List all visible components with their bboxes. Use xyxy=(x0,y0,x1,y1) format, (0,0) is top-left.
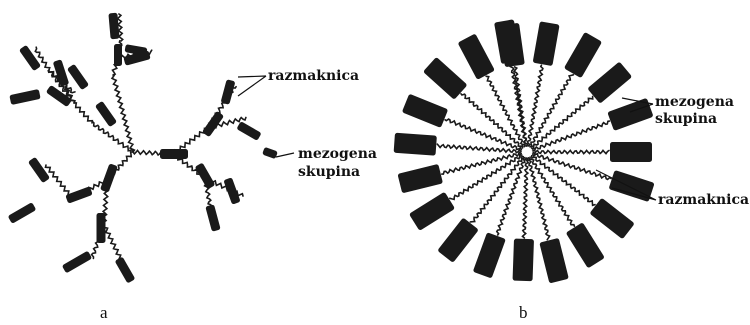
spacer-link xyxy=(486,76,525,146)
mesogen-rod xyxy=(19,45,41,71)
arrow-mesogen-a xyxy=(276,153,294,157)
spacer-link xyxy=(532,96,593,148)
label-spacer-a: razmaknica xyxy=(268,68,359,84)
mesogen-rod xyxy=(533,21,560,66)
mesogen-rod xyxy=(397,164,443,194)
mesogen-rod xyxy=(513,239,534,282)
mesogen-rod xyxy=(409,192,455,231)
mesogen-rod xyxy=(458,33,495,79)
label-mesogen-b-line1: mezogena xyxy=(655,94,734,110)
spacer-link xyxy=(46,165,73,198)
mesogen-rod xyxy=(223,177,240,205)
mesogen-rod xyxy=(262,147,278,159)
mesogen-rod xyxy=(65,186,93,203)
mesogen-rod xyxy=(160,149,188,159)
mesogen-rod xyxy=(9,89,40,105)
spacer-link xyxy=(523,158,529,238)
spacer-link xyxy=(470,157,523,222)
dendrimer-diagram-a xyxy=(8,13,278,284)
mesogen-rod xyxy=(115,256,136,283)
arrow-spacer-a xyxy=(238,76,266,96)
mesogen-rod xyxy=(566,222,605,268)
mesogen-rod xyxy=(587,61,632,103)
mesogen-rod xyxy=(202,111,224,137)
mesogen-rod xyxy=(610,142,652,162)
label-spacer-b: razmaknica xyxy=(658,192,749,208)
mesogen-rod xyxy=(564,32,602,78)
mesogen-rod xyxy=(236,121,261,141)
spacer-link xyxy=(533,121,610,151)
mesogen-rod xyxy=(205,204,220,231)
mesogen-rod xyxy=(402,94,448,128)
label-mesogen-b-line2: skupina xyxy=(655,111,717,127)
caption-a: a xyxy=(100,303,108,322)
mesogen-rod xyxy=(8,202,37,224)
mesogen-rod xyxy=(114,44,122,66)
mesogen-rod xyxy=(394,133,437,156)
mesogen-rod xyxy=(53,59,70,87)
spacer-link xyxy=(527,65,543,146)
spacer-link xyxy=(442,152,521,174)
mesogen-rod xyxy=(473,232,506,278)
mesogen-rod xyxy=(95,101,117,127)
spacer-link xyxy=(74,103,92,123)
mesogen-rod xyxy=(100,163,118,192)
mesogen-rod xyxy=(62,251,92,274)
spacer-link xyxy=(450,155,522,200)
mesogen-rod xyxy=(28,157,50,183)
mesogen-rod xyxy=(589,198,634,240)
label-mesogen-a-line2: skupina xyxy=(298,164,360,180)
star-polymer-diagram-b xyxy=(394,19,655,283)
spacer-link xyxy=(533,150,609,153)
mesogen-rod xyxy=(539,238,569,284)
mesogen-rod xyxy=(437,217,479,262)
mesogen-rod xyxy=(108,13,119,40)
label-mesogen-a-line1: mezogena xyxy=(298,146,377,162)
mesogen-rod xyxy=(67,64,89,90)
mesogen-rod xyxy=(97,213,106,243)
caption-b: b xyxy=(519,303,528,322)
